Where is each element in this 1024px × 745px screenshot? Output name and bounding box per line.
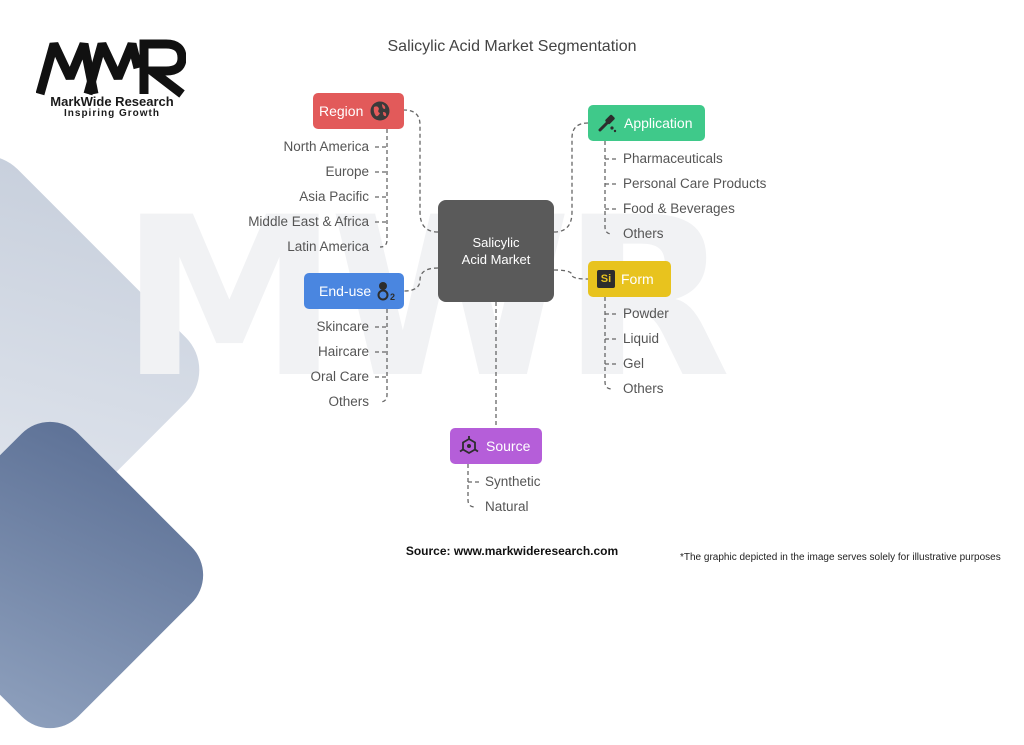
category-form: Si Form — [588, 261, 671, 297]
source-item: Natural — [485, 499, 529, 514]
end-use-item: Skincare — [316, 319, 369, 334]
region-item: Europe — [325, 164, 369, 179]
illustrative-note: *The graphic depicted in the image serve… — [680, 552, 1001, 563]
watermark: MWR — [120, 170, 731, 426]
logo-tagline: Inspiring Growth — [64, 108, 160, 119]
center-node-label: Salicylic Acid Market — [461, 235, 531, 267]
diagram-title: Salicylic Acid Market Segmentation — [387, 38, 637, 55]
category-application: Application — [588, 105, 705, 141]
pipette-icon — [596, 112, 618, 134]
category-region: Region — [313, 93, 404, 129]
application-item: Food & Beverages — [623, 201, 735, 216]
svg-text:2: 2 — [390, 292, 395, 302]
form-item: Gel — [623, 356, 645, 371]
application-item: Pharmaceuticals — [623, 151, 723, 166]
application-item: Others — [623, 226, 664, 241]
center-node: Salicylic Acid Market — [438, 200, 554, 302]
form-item: Liquid — [623, 331, 660, 346]
form-item: Others — [623, 381, 664, 396]
o2-molecule-icon: 2 — [377, 280, 401, 302]
category-source: Source — [450, 428, 542, 464]
end-use-item: Haircare — [317, 344, 369, 359]
source-item: Synthetic — [485, 474, 541, 489]
region-item: Latin America — [287, 239, 369, 254]
logo-mark — [36, 39, 186, 98]
source-credit: Source: www.markwideresearch.com — [405, 544, 619, 558]
category-region-label: Region — [319, 103, 364, 119]
category-application-label: Application — [624, 115, 693, 131]
end-use-item: Others — [328, 394, 369, 409]
globe-icon — [369, 100, 391, 122]
connector-lines — [375, 109, 617, 508]
form-item: Powder — [623, 306, 669, 321]
si-element-icon: Si — [597, 270, 615, 288]
end-use-item: Oral Care — [310, 369, 369, 384]
category-end-use-label: End-use — [319, 283, 372, 299]
category-form-label: Form — [621, 271, 654, 287]
logo-name: MarkWide Research — [50, 94, 174, 109]
molecule-icon — [458, 435, 480, 457]
region-item: Asia Pacific — [299, 189, 369, 204]
application-item: Personal Care Products — [623, 176, 767, 191]
region-item: Middle East & Africa — [248, 214, 369, 229]
category-end-use: End-use 2 — [304, 273, 404, 309]
region-item: North America — [283, 139, 369, 154]
category-source-label: Source — [486, 438, 531, 454]
